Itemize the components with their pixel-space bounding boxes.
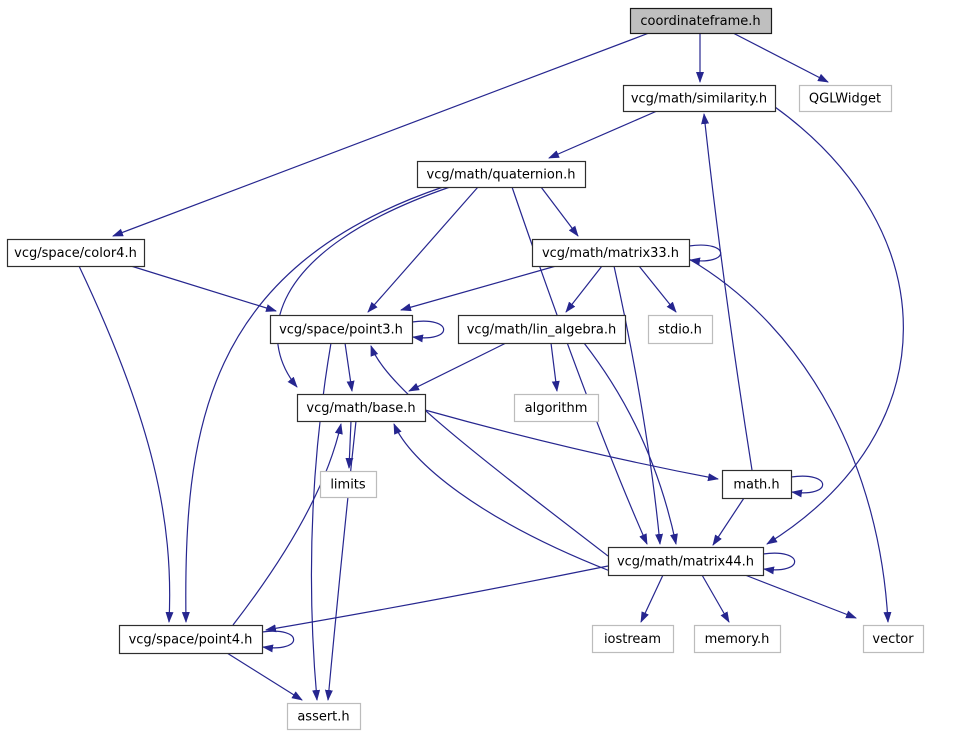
edge-m33-vector <box>688 258 892 623</box>
node-label-p3: vcg/space/point3.h <box>279 323 403 338</box>
node-p3[interactable]: vcg/space/point3.h <box>269 314 414 345</box>
node-label-lin: vcg/math/lin_algebra.h <box>467 323 617 338</box>
node-assert: assert.h <box>286 702 362 731</box>
node-label-math: math.h <box>733 478 779 493</box>
node-label-sim: vcg/math/similarity.h <box>631 92 767 107</box>
node-qgl: QGLWidget <box>798 84 893 113</box>
edge-color4-p3 <box>130 265 277 312</box>
node-box-m33 <box>531 238 691 268</box>
edge-p3-assert <box>310 342 332 701</box>
self-loop-p3 <box>411 320 445 343</box>
node-label-vector: vector <box>872 632 914 647</box>
node-box-quat <box>416 160 587 189</box>
node-box-iostream <box>591 624 675 654</box>
node-cf[interactable]: coordinateframe.h <box>629 7 773 35</box>
self-loop-p4 <box>261 630 295 653</box>
edge-p3-base <box>344 342 355 392</box>
node-box-qgl <box>798 84 893 113</box>
node-lin[interactable]: vcg/math/lin_algebra.h <box>457 314 627 345</box>
node-box-base <box>296 393 427 423</box>
node-label-qgl: QGLWidget <box>809 92 881 107</box>
edge-m33-m44 <box>613 265 664 545</box>
node-sim[interactable]: vcg/math/similarity.h <box>622 84 777 113</box>
edge-math-m44 <box>712 497 745 546</box>
edge-m33-lin <box>565 265 603 313</box>
edge-m33-stdio <box>638 265 677 313</box>
edge-quat-p4 <box>181 186 444 623</box>
edge-quat-m33 <box>540 186 579 237</box>
node-vector: vector <box>862 624 925 654</box>
node-box-lin <box>457 314 627 345</box>
node-label-p4: vcg/space/point4.h <box>129 633 253 648</box>
node-label-iostream: iostream <box>604 632 661 647</box>
edge-quat-p3 <box>367 186 479 313</box>
node-box-p3 <box>269 314 414 345</box>
edge-base-math <box>424 409 719 482</box>
node-m44[interactable]: vcg/math/matrix44.h <box>607 546 765 577</box>
node-box-algo <box>513 393 600 423</box>
node-box-vector <box>862 624 925 654</box>
node-label-assert: assert.h <box>297 710 349 725</box>
edge-color4-p4 <box>78 265 174 623</box>
node-label-color4: vcg/space/color4.h <box>14 246 137 261</box>
edge-base-limits <box>345 420 354 469</box>
node-p4[interactable]: vcg/space/point4.h <box>118 624 264 655</box>
edge-m44-p4 <box>265 565 609 633</box>
node-algo: algorithm <box>513 393 600 423</box>
node-stdio: stdio.h <box>647 314 714 345</box>
node-color4[interactable]: vcg/space/color4.h <box>6 238 146 268</box>
edge-layer <box>78 32 904 701</box>
node-iostream: iostream <box>591 624 675 654</box>
node-m33[interactable]: vcg/math/matrix33.h <box>531 238 691 268</box>
self-loop-m44 <box>762 552 796 575</box>
node-box-limits <box>319 470 378 499</box>
node-label-limits: limits <box>330 478 366 493</box>
node-layer: coordinateframe.h vcg/math/similarity.h QG… <box>6 7 925 731</box>
edge-math-sim <box>701 113 753 471</box>
node-label-cf: coordinateframe.h <box>640 14 760 29</box>
edge-lin-m44 <box>583 342 678 545</box>
edge-p4-base <box>232 423 343 626</box>
edge-p4-assert <box>226 652 303 701</box>
edge-m33-p3 <box>400 265 557 312</box>
node-box-math <box>721 469 793 500</box>
node-base[interactable]: vcg/math/base.h <box>296 393 427 423</box>
edge-sim-m44 <box>766 106 904 545</box>
edge-base-assert <box>324 420 357 701</box>
node-label-m33: vcg/math/matrix33.h <box>542 246 679 261</box>
node-label-m44: vcg/math/matrix44.h <box>617 555 754 570</box>
node-label-algo: algorithm <box>525 401 588 416</box>
node-box-memory <box>693 624 782 654</box>
self-loop-m33 <box>688 244 722 266</box>
node-quat[interactable]: vcg/math/quaternion.h <box>416 160 587 189</box>
edge-lin-algo <box>550 342 560 392</box>
node-box-p4 <box>118 624 264 655</box>
node-box-cf <box>629 7 773 35</box>
node-label-base: vcg/math/base.h <box>306 401 415 416</box>
node-memory: memory.h <box>693 624 782 654</box>
node-label-stdio: stdio.h <box>658 323 702 338</box>
node-box-assert <box>286 702 362 731</box>
edge-sim-quat <box>548 110 658 159</box>
edge-cf-qgl <box>732 32 829 83</box>
edge-m44-p3 <box>370 345 609 557</box>
node-box-m44 <box>607 546 765 577</box>
node-limits: limits <box>319 470 378 499</box>
self-loop-math <box>790 475 824 498</box>
node-math[interactable]: math.h <box>721 469 793 500</box>
edge-m44-base <box>393 423 611 572</box>
edge-lin-base <box>408 342 507 392</box>
node-label-memory: memory.h <box>705 632 770 647</box>
edge-quat-base <box>276 186 451 388</box>
edge-m44-iostream <box>640 574 664 623</box>
edge-m44-vector <box>744 574 857 619</box>
edge-m44-memory <box>701 574 730 623</box>
node-box-stdio <box>647 314 714 345</box>
node-box-sim <box>622 84 777 113</box>
edge-cf-color4 <box>112 32 650 237</box>
node-label-quat: vcg/math/quaternion.h <box>427 168 576 183</box>
node-box-color4 <box>6 238 146 268</box>
